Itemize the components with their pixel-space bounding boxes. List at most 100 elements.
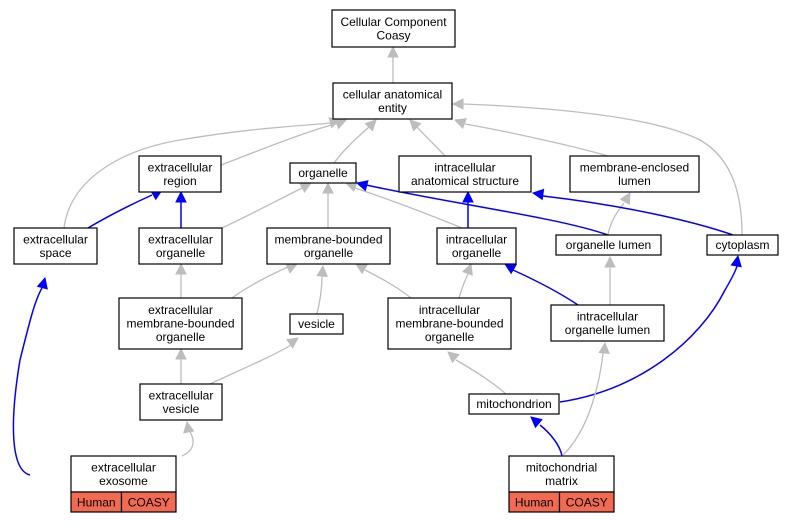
arrowhead-icon xyxy=(530,416,543,429)
node-box xyxy=(332,82,453,120)
is-a-edge xyxy=(451,98,743,236)
arrowhead-icon xyxy=(462,190,474,203)
node-label: region xyxy=(163,174,196,188)
arrowhead-icon xyxy=(36,276,48,290)
arrowhead-icon xyxy=(531,188,545,201)
is-a-edge xyxy=(175,347,187,384)
is-a-edge xyxy=(453,118,609,157)
node-label: exosome xyxy=(99,474,148,488)
species-label: Human xyxy=(77,496,116,510)
node-organelle-lumen[interactable]: organelle lumen xyxy=(555,234,662,256)
arrowhead-icon xyxy=(285,263,299,274)
arrowhead-icon xyxy=(355,263,368,275)
node-label: organelle xyxy=(156,246,206,260)
annotation-tags: Human COASY xyxy=(508,491,615,513)
is-a-edge xyxy=(175,262,187,298)
annotation-tags: Human COASY xyxy=(70,491,177,513)
is-a-edge xyxy=(316,264,328,315)
species-label: Human xyxy=(515,496,554,510)
node-label: organelle xyxy=(298,166,348,180)
node-label: mitochondrial xyxy=(526,460,597,474)
node-label: extracellular xyxy=(149,388,214,402)
node-label: membrane-bounded xyxy=(274,232,382,246)
node-box xyxy=(331,9,456,48)
arrowhead-icon xyxy=(730,254,742,268)
is-a-edge xyxy=(604,255,616,305)
node-label: extracellular xyxy=(23,232,88,246)
node-label: vesicle xyxy=(163,402,200,416)
node-label: extracellular xyxy=(148,160,213,174)
node-label: intracellular xyxy=(419,303,480,317)
arrowhead-icon xyxy=(364,119,377,132)
arrowhead-icon xyxy=(355,180,369,192)
arrowhead-icon xyxy=(619,192,631,205)
arrowhead-icon xyxy=(504,263,517,275)
node-box xyxy=(70,455,177,493)
node-box xyxy=(289,162,357,184)
part-of-edge xyxy=(559,254,742,403)
part-of-edge xyxy=(504,263,579,306)
node-label: membrane-bounded xyxy=(126,317,234,331)
node-label: Cellular Component xyxy=(340,15,447,29)
node-label: extracellular xyxy=(148,303,213,317)
is-a-edge xyxy=(209,337,299,385)
node-vesicle[interactable]: vesicle xyxy=(289,313,344,335)
arrowhead-icon xyxy=(409,119,422,132)
node-label: extracellular xyxy=(91,460,156,474)
node-box xyxy=(118,297,243,350)
is-a-edge xyxy=(344,181,463,229)
node-label: lumen xyxy=(618,174,651,188)
node-box xyxy=(289,313,344,335)
node-label: organelle xyxy=(425,330,475,344)
gene-tag xyxy=(558,491,615,513)
gene-label: COASY xyxy=(128,496,170,510)
arrowhead-icon xyxy=(598,341,610,354)
is-a-edge xyxy=(333,119,377,164)
arrowhead-icon xyxy=(451,98,464,110)
node-mitochondrion[interactable]: mitochondrion xyxy=(468,393,560,415)
part-of-edge xyxy=(87,189,163,229)
is-a-edge xyxy=(447,351,507,395)
node-label: Coasy xyxy=(376,28,410,42)
node-label: membrane-enclosed xyxy=(580,160,689,174)
node-label: entity xyxy=(378,101,407,115)
is-a-edge xyxy=(387,45,399,83)
node-label: anatomical structure xyxy=(411,174,519,188)
node-cytoplasm[interactable]: cytoplasm xyxy=(706,234,779,256)
arrowhead-icon xyxy=(175,347,187,360)
node-box xyxy=(436,227,517,265)
node-box xyxy=(550,304,665,342)
part-of-edge xyxy=(462,190,474,228)
node-label: space xyxy=(39,246,71,260)
node-label: intracellular xyxy=(446,232,507,246)
node-label: organelle xyxy=(304,246,354,260)
is-a-edge xyxy=(355,263,412,299)
node-label: vesicle xyxy=(298,317,335,331)
arrowhead-icon xyxy=(604,255,616,268)
node-label: cellular anatomical xyxy=(343,87,442,101)
is-a-edge xyxy=(220,118,348,166)
part-of-edge xyxy=(531,188,734,236)
is-a-edge xyxy=(458,262,473,299)
arrowhead-icon xyxy=(183,420,195,434)
node-organelle[interactable]: organelle xyxy=(289,162,357,184)
node-box xyxy=(398,155,532,193)
gene-label: COASY xyxy=(566,496,608,510)
